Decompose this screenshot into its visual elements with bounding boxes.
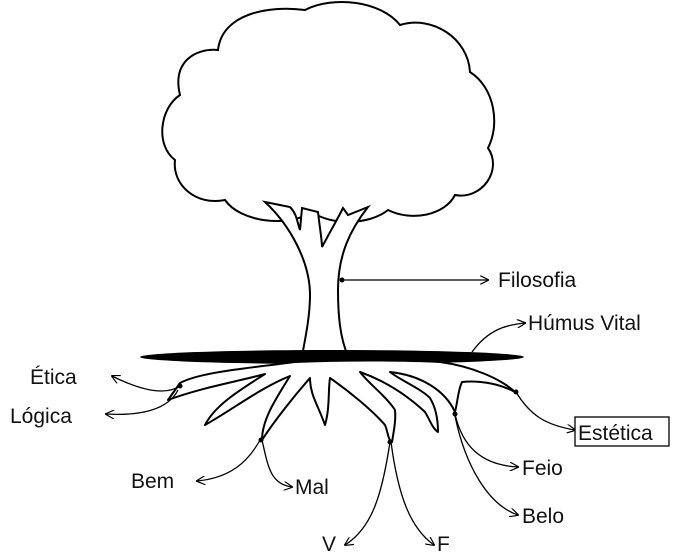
label-feio: Feio [522, 457, 563, 480]
tree-roots [168, 361, 515, 443]
arrow-feio [455, 414, 518, 467]
arrow-f [391, 442, 434, 545]
label-humus-vital: Húmus Vital [528, 312, 641, 335]
tree-crown [162, 2, 494, 222]
arrow-v [345, 442, 390, 545]
label-v: V [322, 533, 336, 553]
label-bem: Bem [131, 470, 174, 493]
tree-trunk [265, 202, 368, 356]
label-logica: Lógica [10, 405, 72, 428]
connectors [106, 280, 575, 545]
arrow-humus-vital [472, 323, 525, 352]
arrow-bem [197, 440, 260, 481]
arrow-estetica [516, 392, 575, 430]
label-filosofia: Filosofia [498, 269, 577, 292]
label-etica: Ética [30, 366, 77, 389]
arrow-etica [112, 376, 180, 391]
label-belo: Belo [522, 505, 564, 528]
arrow-mal [262, 440, 292, 487]
label-f: F [437, 533, 450, 553]
label-estetica: Estética [578, 422, 653, 445]
label-mal: Mal [295, 476, 329, 499]
arrow-logica [106, 390, 178, 414]
